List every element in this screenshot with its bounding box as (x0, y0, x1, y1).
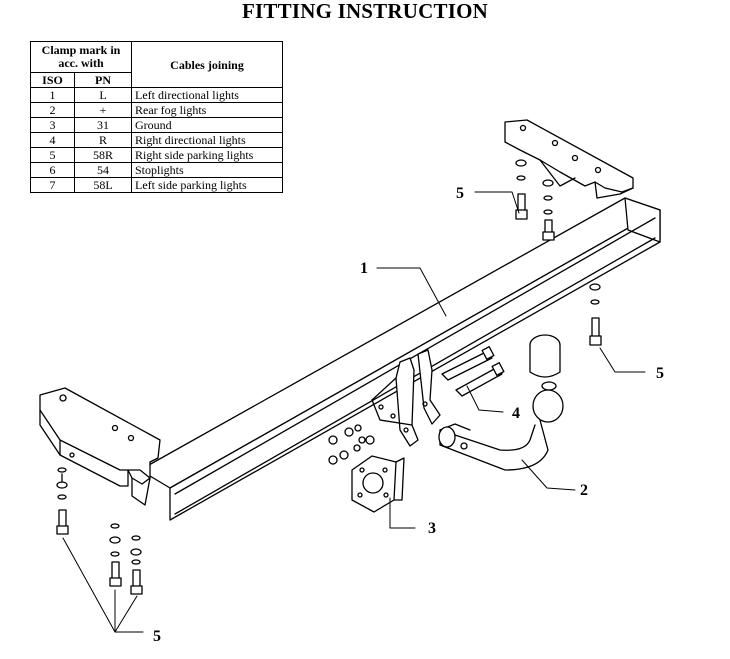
callout-1: 1 (360, 260, 368, 277)
callout-5-bottom: 5 (153, 628, 161, 645)
table-row: 2 + Rear fog lights (30, 102, 283, 118)
leader-3 (389, 497, 416, 529)
callout-5-right: 5 (656, 365, 664, 382)
table-row: 6 54 Stoplights (30, 162, 283, 178)
bolts (441, 346, 505, 397)
callout-4: 4 (512, 405, 520, 422)
leader-1 (376, 267, 447, 317)
callout-2: 2 (580, 482, 588, 499)
table-row: 4 R Right directional lights (30, 132, 283, 148)
leader-2 (521, 459, 576, 491)
iso-cell: 7 (30, 177, 75, 193)
pn-cell: 58R (74, 147, 132, 163)
screw-stack-right (589, 283, 602, 346)
screw-stack-left (56, 467, 69, 535)
leader-lines (62, 191, 646, 633)
center-fasteners (328, 424, 375, 465)
screw-stack-mid (109, 523, 122, 587)
description-cell: Right side parking lights (131, 147, 283, 163)
callout-3: 3 (428, 520, 436, 537)
screw-stack-top1 (515, 159, 528, 220)
description-cell: Right directional lights (131, 132, 283, 148)
screw-stack-mid2 (130, 535, 143, 595)
tow-ball (438, 334, 564, 471)
leader-4 (466, 385, 504, 413)
leader-5-right (599, 347, 646, 373)
pn-header: PN (74, 72, 132, 88)
table-row: 5 58R Right side parking lights (30, 147, 283, 163)
callout-5-top: 5 (456, 185, 464, 202)
table-row: 7 58L Left side parking lights (30, 177, 283, 193)
socket-plate (351, 455, 405, 513)
page-title: FITTING INSTRUCTION (242, 0, 488, 23)
leader-5-top (474, 191, 520, 214)
cable-joining-table: Clamp mark in acc. with Cables joining I… (30, 41, 283, 193)
description-cell: Left side parking lights (131, 177, 283, 193)
crossbar (139, 197, 661, 521)
left-mounting-bracket (39, 387, 161, 506)
screw-stack-top2 (542, 179, 555, 241)
center-bracket (371, 349, 441, 447)
clamp-mark-header: Clamp mark in acc. with (30, 41, 132, 73)
right-mounting-bracket (504, 119, 634, 199)
leader-5-bottom-c (114, 595, 138, 633)
